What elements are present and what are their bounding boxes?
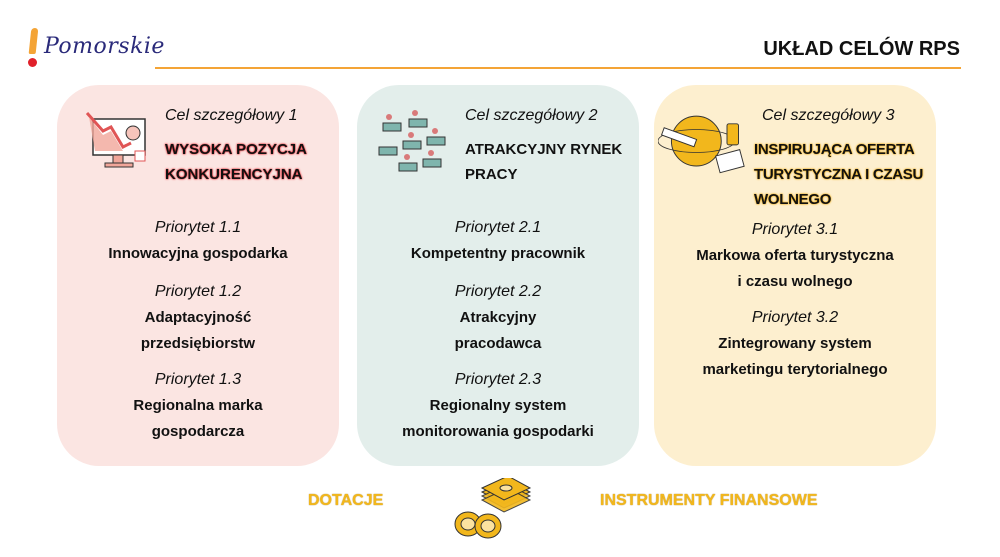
priority-name: Regionalna marka: [133, 397, 263, 414]
pomorskie-logo: Pomorskie: [26, 28, 164, 70]
goal-heading-line: TURYSTYCZNA I CZASU: [754, 166, 924, 183]
money-coins-icon: [454, 478, 532, 539]
goal-label: Cel szczegółowy 2: [465, 107, 598, 124]
goal-panel-1: Cel szczegółowy 1 WYSOKA POZYCJA KONKURE…: [57, 85, 339, 466]
priority-label: Priorytet 3.2: [751, 309, 839, 326]
priority-label: Priorytet 2.1: [454, 219, 542, 236]
office-workers-icon: [378, 110, 446, 172]
priority-name: Atrakcyjny: [459, 309, 537, 326]
priority-name: Regionalny system: [429, 397, 567, 414]
goal-heading-line: ATRAKCYJNY RYNEK: [465, 141, 623, 158]
logo-exclamation-icon: [28, 28, 39, 54]
priority-name: przedsiębiorstw: [140, 335, 256, 352]
chart-monitor-icon: [85, 112, 146, 168]
goal-heading-line: WOLNEGO: [754, 191, 832, 208]
priority-label: Priorytet 2.3: [454, 371, 542, 388]
priority-name: Innowacyjna gospodarka: [108, 245, 288, 262]
goal-heading: INSPIRUJĄCA OFERTA TURYSTYCZNA I CZASU W…: [754, 137, 923, 212]
priority-name: monitorowania gospodarki: [402, 423, 594, 440]
priority-name: marketingu terytorialnego: [702, 361, 888, 378]
priority-1-3: Priorytet 1.3 Regionalna marka gospodarc…: [57, 367, 339, 445]
financial-instruments-label: INSTRUMENTY FINANSOWE: [600, 492, 818, 509]
grants-label: DOTACJE: [308, 492, 384, 509]
goal-heading-line: PRACY: [465, 166, 518, 183]
priority-name: Zintegrowany system: [718, 335, 872, 352]
priority-name: gospodarcza: [151, 423, 245, 440]
priority-1-1: Priorytet 1.1 Innowacyjna gospodarka: [57, 215, 339, 267]
globe-travel-icon: [658, 115, 745, 174]
priority-name: Adaptacyjność: [144, 309, 252, 326]
priority-2-1: Priorytet 2.1 Kompetentny pracownik: [357, 215, 639, 267]
priority-name: pracodawca: [454, 335, 542, 352]
goal-label: Cel szczegółowy 3: [762, 107, 895, 124]
priority-name: Markowa oferta turystyczna: [696, 247, 894, 264]
priority-2-2: Priorytet 2.2 Atrakcyjny pracodawca: [357, 279, 639, 357]
priority-label: Priorytet 1.1: [154, 219, 242, 236]
priority-label: Priorytet 2.2: [454, 283, 542, 300]
goal-heading-line: INSPIRUJĄCA OFERTA: [754, 141, 915, 158]
logo-text: Pomorskie: [44, 34, 165, 59]
priority-3-2: Priorytet 3.2 Zintegrowany system market…: [654, 305, 936, 383]
page-title: UKŁAD CELÓW RPS: [763, 38, 960, 60]
goal-heading: ATRAKCYJNY RYNEK PRACY: [465, 137, 622, 187]
goal-panel-3: Cel szczegółowy 3 INSPIRUJĄCA OFERTA TUR…: [654, 85, 936, 466]
goal-label: Cel szczegółowy 1: [165, 107, 298, 124]
priority-2-3: Priorytet 2.3 Regionalny system monitoro…: [357, 367, 639, 445]
goal-heading-line: KONKURENCYJNA: [165, 166, 303, 183]
priority-label: Priorytet 1.2: [154, 283, 242, 300]
priority-label: Priorytet 1.3: [154, 371, 242, 388]
priority-label: Priorytet 3.1: [751, 221, 839, 238]
priority-3-1: Priorytet 3.1 Markowa oferta turystyczna…: [654, 217, 936, 295]
priority-name: i czasu wolnego: [737, 273, 853, 290]
logo-dot: [28, 58, 37, 67]
goal-heading-line: WYSOKA POZYCJA: [165, 141, 307, 158]
priority-name: Kompetentny pracownik: [410, 245, 586, 262]
goal-panel-2: Cel szczegółowy 2 ATRAKCYJNY RYNEK PRACY…: [357, 85, 639, 466]
priority-1-2: Priorytet 1.2 Adaptacyjność przedsiębior…: [57, 279, 339, 357]
goal-heading: WYSOKA POZYCJA KONKURENCYJNA: [165, 137, 307, 187]
header-divider: [155, 67, 961, 69]
